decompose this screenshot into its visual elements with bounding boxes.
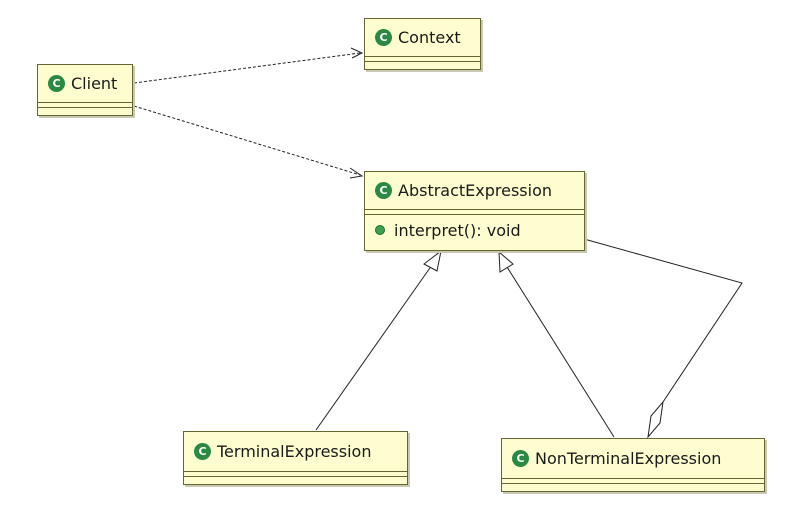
aggregation-nonterminal-abstract bbox=[583, 238, 743, 439]
operations-compartment bbox=[38, 108, 132, 112]
class-icon: C bbox=[48, 75, 65, 92]
generalization-nonterminal bbox=[498, 250, 615, 438]
operation-signature: interpret(): void bbox=[394, 220, 521, 240]
public-method-icon bbox=[375, 225, 385, 235]
class-client[interactable]: C Client bbox=[37, 64, 133, 116]
class-nonterminalexpression[interactable]: C NonTerminalExpression bbox=[501, 438, 765, 492]
attributes-compartment bbox=[184, 472, 407, 477]
class-name: NonTerminalExpression bbox=[535, 449, 722, 468]
class-name: Context bbox=[398, 28, 461, 47]
class-abstractexpression[interactable]: C AbstractExpression interpret(): void bbox=[364, 171, 585, 251]
dependency-client-context bbox=[133, 47, 364, 84]
class-context[interactable]: C Context bbox=[364, 18, 481, 70]
class-name: TerminalExpression bbox=[217, 442, 372, 461]
attributes-compartment bbox=[365, 57, 480, 62]
class-terminalexpression[interactable]: C TerminalExpression bbox=[183, 431, 408, 485]
attributes-compartment bbox=[38, 103, 132, 108]
class-icon: C bbox=[512, 450, 529, 467]
operation-interpret[interactable]: interpret(): void bbox=[365, 215, 584, 245]
operations-compartment bbox=[365, 62, 480, 66]
operations-compartment bbox=[184, 477, 407, 481]
operations-compartment bbox=[502, 484, 764, 488]
attributes-compartment bbox=[365, 210, 584, 215]
class-icon: C bbox=[375, 182, 392, 199]
class-icon: C bbox=[375, 29, 392, 46]
dependency-client-abstractexpression bbox=[133, 105, 364, 179]
class-icon: C bbox=[194, 443, 211, 460]
generalization-terminal bbox=[315, 249, 442, 431]
class-name: Client bbox=[71, 74, 118, 93]
class-name: AbstractExpression bbox=[398, 181, 553, 200]
attributes-compartment bbox=[502, 479, 764, 484]
